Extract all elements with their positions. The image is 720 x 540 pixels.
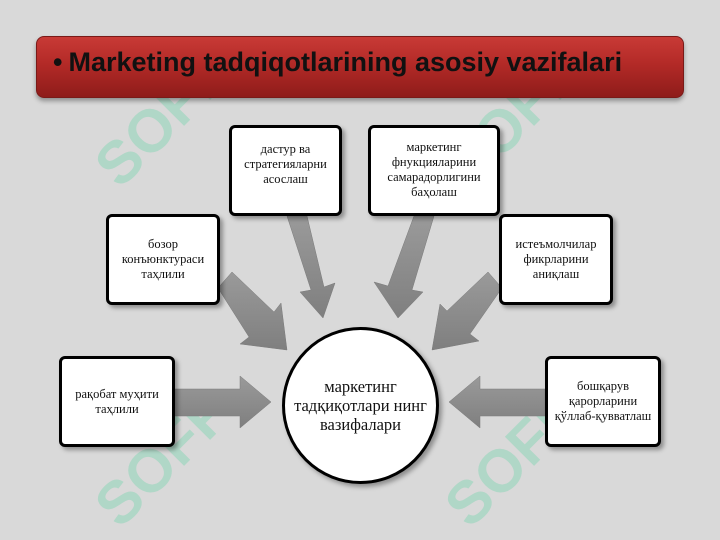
node-conjuncture-label: бозор конъюнктураси таҳлили — [121, 237, 205, 281]
node-conjuncture: бозор конъюнктураси таҳлили — [106, 214, 220, 305]
arrow-management — [448, 375, 546, 429]
arrow-strategy — [286, 215, 336, 319]
arrow-competition — [174, 375, 272, 429]
node-strategy-label: дастур ва стратегияларни асослаш — [244, 142, 327, 186]
slide-title: •Marketing tadqiqotlarining asosiy vazif… — [53, 47, 673, 78]
center-node-label: маркетинг тадқиқотлари нинг вазифалари — [294, 377, 427, 434]
center-node: маркетинг тадқиқотлари нинг вазифалари — [282, 327, 439, 484]
arrow-consumers — [431, 271, 503, 351]
node-competition: рақобат муҳити таҳлили — [59, 356, 175, 447]
node-management-label: бошқарув қарорларини қўллаб-қувватлаш — [554, 379, 652, 423]
arrow-efficiency — [373, 215, 435, 319]
title-bar: •Marketing tadqiqotlarining asosiy vazif… — [36, 36, 684, 98]
node-management: бошқарув қарорларини қўллаб-қувватлаш — [545, 356, 661, 447]
title-label: Marketing tadqiqotlarining asosiy vazifa… — [68, 47, 623, 77]
node-consumers: истеъмолчилар фикрларини аниқлаш — [499, 214, 613, 305]
node-efficiency: маркетинг фнукцияларини самарадорлигини … — [368, 125, 500, 216]
arrow-conjuncture — [217, 271, 288, 351]
node-efficiency-label: маркетинг фнукцияларини самарадорлигини … — [387, 140, 481, 199]
node-consumers-label: истеъмолчилар фикрларини аниқлаш — [515, 237, 597, 281]
title-bullet: • — [53, 47, 63, 77]
node-strategy: дастур ва стратегияларни асослаш — [229, 125, 342, 216]
node-competition-label: рақобат муҳити таҳлили — [75, 386, 159, 416]
